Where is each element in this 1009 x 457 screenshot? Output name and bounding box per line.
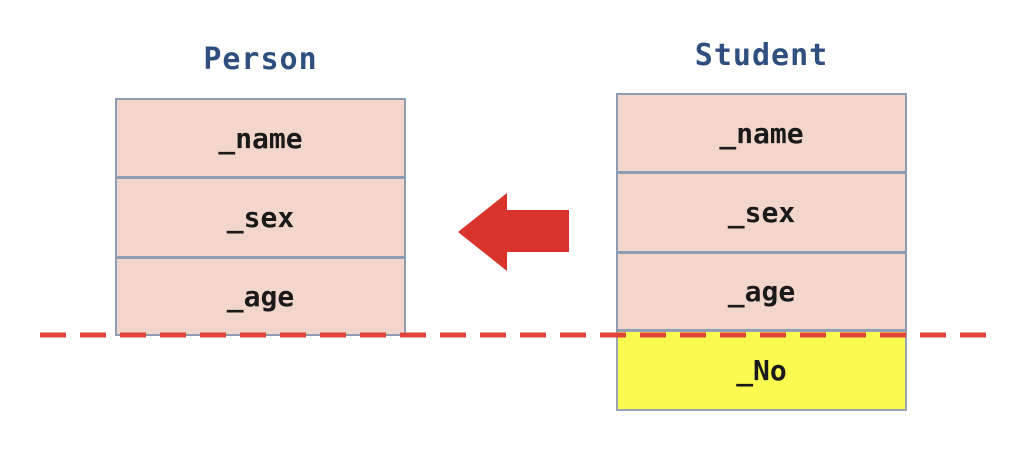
- student-field-sex: _sex: [616, 173, 907, 253]
- person-field-sex: _sex: [115, 178, 406, 258]
- student-title: Student: [694, 38, 829, 73]
- student-field-no: _No: [616, 331, 907, 411]
- student-field-name: _name: [616, 93, 907, 173]
- person-field-name: _name: [115, 98, 406, 178]
- left-arrow-icon: [458, 193, 569, 271]
- student-field-age: _age: [616, 253, 907, 331]
- person-title: Person: [203, 42, 318, 77]
- student-field-stack: _name _sex _age _No: [616, 93, 907, 411]
